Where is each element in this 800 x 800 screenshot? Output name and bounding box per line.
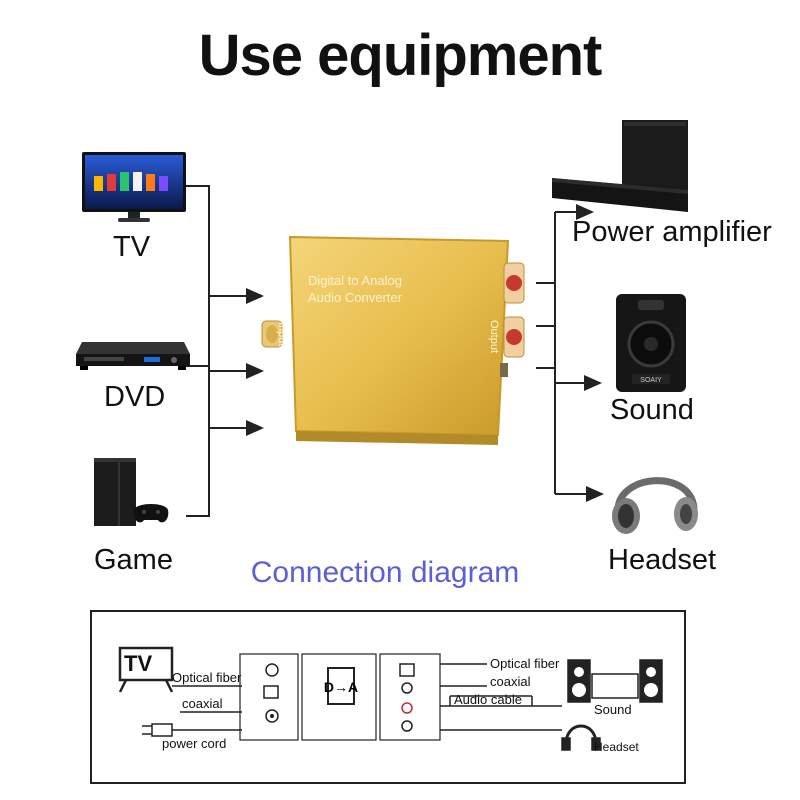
speaker-icon: SOAIY <box>616 294 686 392</box>
headphones-icon <box>612 477 698 534</box>
device-label-tv: TV <box>113 231 151 263</box>
diagram-optical-fiber-left: Optical fiber <box>172 670 242 685</box>
diagram-coaxial-right: coaxial <box>490 674 531 689</box>
box-logo: D→A <box>324 679 358 695</box>
tv-icon <box>82 152 186 222</box>
device-label-power-amplifier: Power amplifier <box>572 216 772 248</box>
converter-name-line2: Audio Converter <box>308 290 402 305</box>
device-label-game: Game <box>94 544 173 576</box>
diagram-sound: Sound <box>594 702 632 717</box>
device-label-headset: Headset <box>608 544 717 576</box>
diagram-power-cord: power cord <box>162 736 227 751</box>
speaker-brand: SOAIY <box>640 377 662 384</box>
page-title: Use equipment <box>198 23 603 88</box>
converter-name-line1: Digital to Analog <box>308 273 402 288</box>
converter-name: Digital to Analog Audio Converter <box>308 272 402 306</box>
connection-diagram-drawing: D→A <box>118 646 663 751</box>
diagram-audio-cable: Audio cable <box>454 692 522 707</box>
connection-diagram-title: Connection diagram <box>250 556 520 589</box>
converter-input-label: Input <box>276 322 288 347</box>
game-console-icon <box>94 458 169 526</box>
device-label-sound: Sound <box>610 394 694 426</box>
soundbar-icon <box>552 120 688 212</box>
diagram-tv-label: TV <box>124 651 153 676</box>
diagram-coaxial-left: coaxial <box>182 696 223 711</box>
dvd-player-icon <box>76 342 190 370</box>
diagram-optical-fiber-right: Optical fiber <box>490 656 560 671</box>
diagram-headset: Headset <box>594 740 639 754</box>
converter-output-label: Output <box>488 320 500 354</box>
device-label-dvd: DVD <box>104 381 166 413</box>
converter-box <box>261 235 525 445</box>
